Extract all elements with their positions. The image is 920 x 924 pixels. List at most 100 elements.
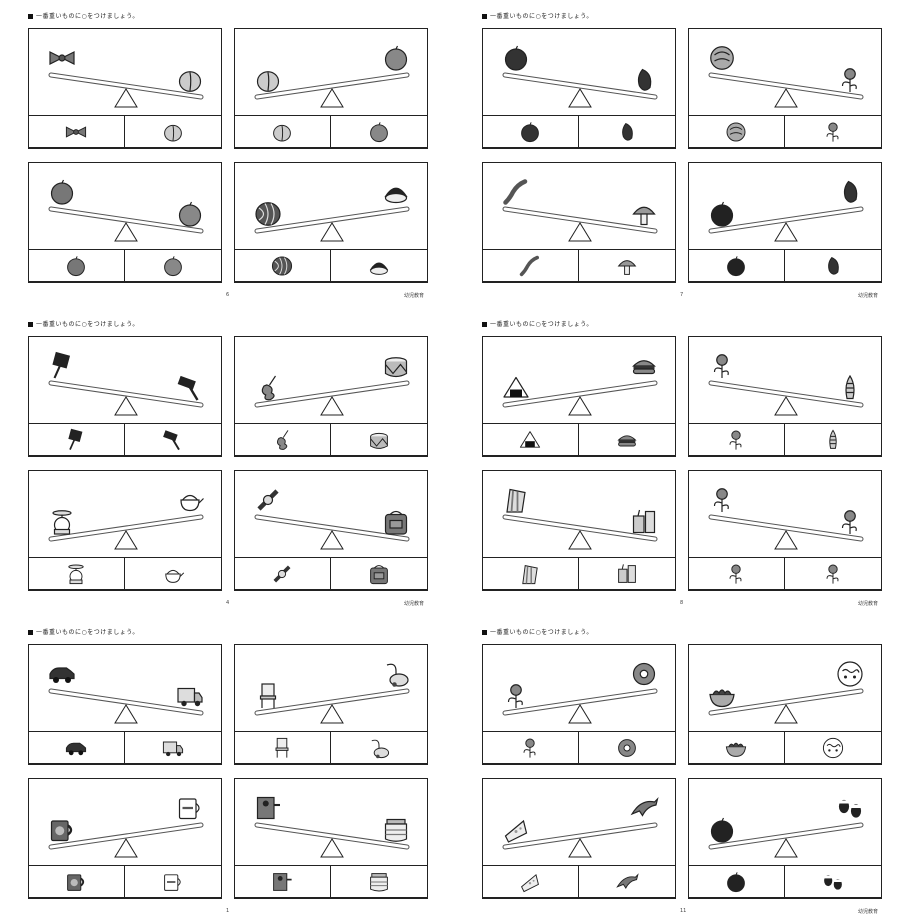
flower-icon [835,65,865,95]
answer-cell-dark-ball[interactable] [689,866,785,898]
answer-cell-car[interactable] [29,732,125,764]
seesaw-fulcrum [320,88,344,108]
answer-cell-bow-ribbon[interactable] [29,116,125,148]
rose-icon [729,564,742,584]
answer-cell-cabbage[interactable] [689,116,785,148]
answer-cell-drum[interactable] [330,423,427,456]
answer-cell-tape[interactable] [29,424,125,456]
answer-cell-rose[interactable] [689,558,785,590]
dark-ball-icon [727,871,746,892]
mug-icon [67,873,85,891]
pepper-icon [621,122,633,141]
answer-row [687,730,882,765]
answer-cell-eggplant[interactable] [784,249,881,282]
answer-cell-salad-bowl[interactable] [689,732,785,764]
seesaw-puzzle [27,470,222,591]
seesaw-puzzle [481,28,676,149]
seesaw-beam [708,822,864,850]
answer-cell-donut[interactable] [578,731,675,764]
answer-cell-lily[interactable] [784,557,881,590]
publisher-mark: 幼児教育 [404,293,425,299]
answer-row [233,422,428,457]
answer-cell-watch[interactable] [235,558,331,590]
answer-cell-chair[interactable] [235,732,331,764]
watch-icon [273,565,291,582]
publisher-mark: 幼児教育 [858,909,879,915]
cabbage-icon [726,122,746,141]
answer-cell-apple[interactable] [330,115,427,148]
juice-cup-icon [629,507,659,537]
mug-icon [47,815,77,845]
answer-cell-school-bag[interactable] [330,557,427,590]
answer-row [687,864,882,899]
seesaw-puzzle [687,644,882,765]
seesaw-fulcrum [114,88,138,108]
seesaw-fulcrum [114,530,138,550]
answer-cell-acorns[interactable] [784,865,881,898]
seesaw-scene [502,206,658,242]
answer-cell-flower[interactable] [784,115,881,148]
seesaw-beam [502,514,658,542]
answer-cell-cheese[interactable] [483,866,579,898]
donut-icon [629,659,659,689]
tulip-icon [729,430,742,450]
answer-cell-corn[interactable] [784,423,881,456]
answer-cell-tulip[interactable] [689,424,785,456]
sandwich-icon [522,564,538,584]
worksheet-page: 一番重いものに○をつけましょう。1 [27,624,428,924]
answer-cell-vacuum[interactable] [330,731,427,764]
answer-cell-scale[interactable] [29,558,125,590]
answer-row [233,730,428,765]
answer-cell-jar[interactable] [330,865,427,898]
answer-cell-pepper[interactable] [578,115,675,148]
answer-cell-cup[interactable] [124,865,221,898]
answer-cell-flower[interactable] [483,732,579,764]
seesaw-puzzle [233,778,428,899]
answer-cell-tomato[interactable] [689,250,785,282]
salad-bowl-icon [707,681,737,711]
instruction-text: 一番重いものに○をつけましょう。 [28,11,139,20]
seesaw-fulcrum [568,396,592,416]
seesaw-beam [502,72,658,100]
answer-cell-kettle[interactable] [124,557,221,590]
seesaw-puzzle [233,162,428,283]
seesaw-beam [48,688,204,716]
answer-cell-truck[interactable] [124,731,221,764]
seesaw-puzzle [233,644,428,765]
seesaw-beam [708,72,864,100]
seesaw-scene [48,72,204,108]
jar-icon [381,815,411,845]
drum-icon [369,432,388,449]
answer-cell-violin[interactable] [235,424,331,456]
answer-cell-noodle-bowl[interactable] [784,731,881,764]
answer-cell-burger[interactable] [578,423,675,456]
answer-cell-persimmon[interactable] [29,250,125,282]
answer-cell-dolphin[interactable] [578,865,675,898]
seesaw-beam [708,514,864,542]
answer-row [687,556,882,591]
answer-cell-rice-ball[interactable] [483,424,579,456]
seesaw-puzzle [687,470,882,591]
answer-cell-pear[interactable] [124,115,221,148]
flower-icon [826,122,839,142]
answer-cell-apple[interactable] [124,249,221,282]
answer-cell-chestnut[interactable] [330,249,427,282]
tomato-icon [727,255,746,276]
answer-cell-hammer[interactable] [124,423,221,456]
answer-cell-peach[interactable] [235,116,331,148]
answer-cell-pumpkin[interactable] [483,116,579,148]
answer-cell-juice-cup[interactable] [578,557,675,590]
answer-cell-sandwich[interactable] [483,558,579,590]
answer-cell-sharpener[interactable] [235,866,331,898]
answer-cell-bean-pod[interactable] [483,250,579,282]
watermelon-icon [253,199,283,229]
answer-cell-mug[interactable] [29,866,125,898]
instruction-text: 一番重いものに○をつけましょう。 [482,11,593,20]
bean-pod-icon [501,177,531,207]
vacuum-icon [381,659,411,689]
answer-cell-mushroom[interactable] [578,249,675,282]
flower-icon [523,738,536,758]
answer-cell-watermelon[interactable] [235,250,331,282]
